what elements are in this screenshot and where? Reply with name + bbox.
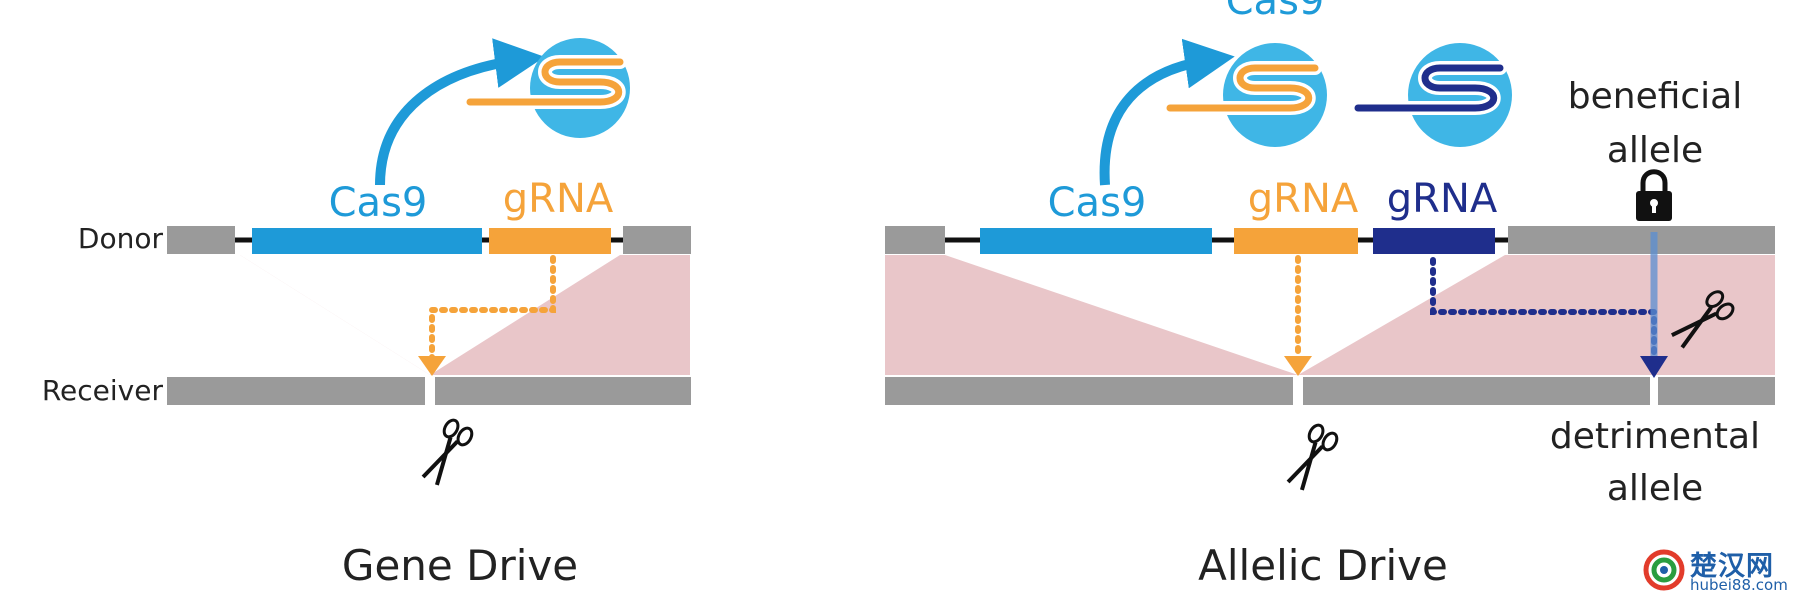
beneficial-label-line2: allele	[1607, 130, 1703, 171]
grna-guide-path	[429, 255, 556, 361]
watermark-url: hubei88.com	[1690, 576, 1788, 594]
curved-arrow-icon	[1099, 38, 1235, 186]
detrimental-label: detrimental	[1550, 416, 1760, 457]
allelic-drive-panel: Cas9 Cas9 gRNA gRNA beneficial allele de…	[885, 0, 1775, 590]
cas9-protein-orange-icon	[1163, 43, 1327, 147]
cas9-label: Cas9	[1048, 180, 1147, 226]
receiver-left-block	[167, 377, 425, 405]
lock-icon	[1636, 169, 1672, 221]
cas9-protein-navy-icon	[1351, 43, 1512, 147]
cas9-protein-icon	[463, 38, 630, 138]
receiver-middle-block	[1303, 377, 1650, 405]
grna-gene	[489, 228, 611, 254]
grna-orange-gene	[1234, 228, 1358, 254]
donor-right-block	[1508, 226, 1775, 254]
grna-navy-gene	[1373, 228, 1495, 254]
beneficial-label: beneficial	[1568, 76, 1743, 117]
scissors-icon	[421, 418, 474, 486]
white-wedge	[945, 255, 1505, 375]
scissors-icon	[1671, 290, 1735, 349]
grna-navy-arrowhead	[1640, 356, 1668, 378]
watermark-text: 楚汉网	[1690, 551, 1774, 582]
receiver-right-block	[435, 377, 691, 405]
donor-label: Donor	[78, 222, 164, 255]
cas9-gene	[980, 228, 1212, 254]
gene-drive-caption: Gene Drive	[342, 541, 578, 590]
grna-label: gRNA	[503, 176, 614, 222]
grna-orange-arrowhead	[1284, 356, 1312, 376]
allelic-drive-caption: Allelic Drive	[1198, 541, 1448, 590]
cas9-label: Cas9	[329, 180, 428, 226]
detrimental-label-line2: allele	[1607, 468, 1703, 509]
grna-target-arrowhead	[418, 356, 446, 376]
grna-orange-label: gRNA	[1248, 176, 1359, 222]
cas9-gene	[252, 228, 482, 254]
donor-left-block	[885, 226, 945, 254]
scissors-icon	[1286, 423, 1339, 491]
receiver-left-block	[885, 377, 1293, 405]
receiver-right-block	[1658, 377, 1775, 405]
cas9-top-label: Cas9	[1226, 0, 1325, 24]
donor-right-block	[623, 226, 691, 254]
watermark: 楚汉网 hubei88.com	[1642, 542, 1792, 598]
curved-arrow-icon	[375, 38, 545, 186]
grna-navy-label: gRNA	[1387, 176, 1498, 222]
gene-drive-panel: Donor Receiver Cas9 gRNA Gene Drive	[42, 38, 691, 590]
receiver-label: Receiver	[42, 374, 164, 407]
donor-left-block	[167, 226, 235, 254]
watermark-logo-icon	[1643, 549, 1685, 591]
